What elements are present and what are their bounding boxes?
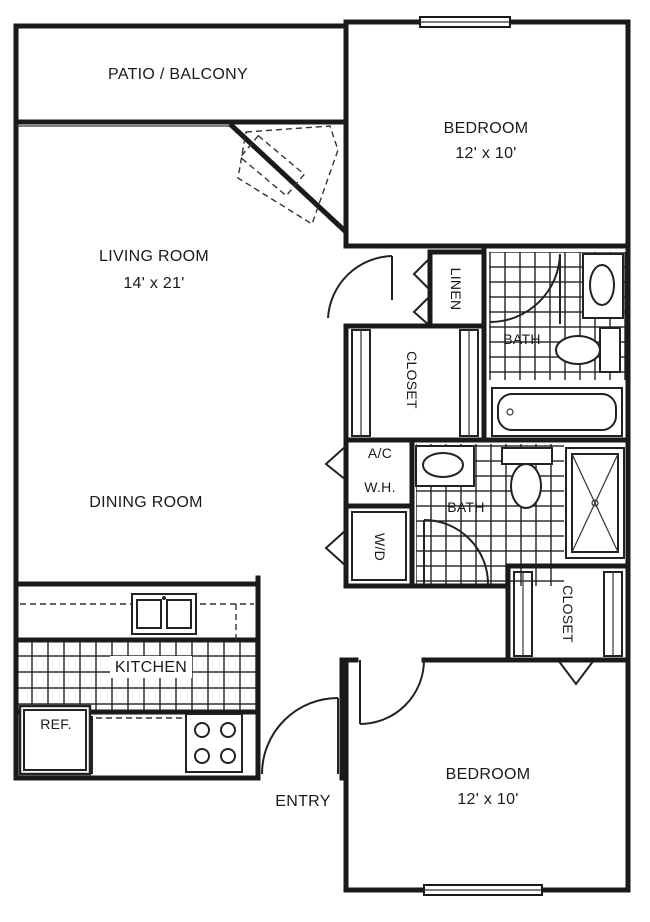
bath-top-toilet-icon xyxy=(555,327,621,373)
kitchen-sink-icon xyxy=(131,593,197,635)
closet-mid xyxy=(343,323,487,443)
bath-top-door[interactable] xyxy=(489,253,561,324)
bedroom-top-size: 12' x 10' xyxy=(455,145,516,162)
wh-label: W.H. xyxy=(364,479,396,495)
bedroom-top-door[interactable] xyxy=(327,255,393,319)
entry-label: ENTRY xyxy=(275,793,330,810)
bath-mid-label: BATH xyxy=(447,499,485,515)
window-bottom xyxy=(423,884,543,896)
patio-label: PATIO / BALCONY xyxy=(108,66,248,83)
bedroom-top-walls xyxy=(343,23,631,249)
exterior-walls xyxy=(13,19,631,893)
refrigerator xyxy=(18,704,92,776)
bath-top-vanity-sink-icon xyxy=(582,253,624,319)
window-top xyxy=(419,16,511,28)
bedroom-bottom-name: BEDROOM xyxy=(446,766,531,783)
linen-label: LINEN xyxy=(448,268,464,311)
shower-stall-icon xyxy=(565,447,625,559)
ac-label: A/C xyxy=(368,445,392,461)
bedroom-bottom-door[interactable] xyxy=(359,659,425,725)
bedroom-bottom-size: 12' x 10' xyxy=(457,791,518,808)
entry-door[interactable] xyxy=(261,697,339,775)
stove-icon xyxy=(185,713,243,773)
bedroom-top-name: BEDROOM xyxy=(444,120,529,137)
corner-fireplace xyxy=(228,122,348,234)
washer-dryer-closet xyxy=(324,503,415,589)
washer-dryer-label: W/D xyxy=(372,533,388,561)
living-room-size: 14' x 21' xyxy=(123,275,184,292)
closet-right-label: CLOSET xyxy=(560,585,576,643)
closet-mid-label: CLOSET xyxy=(404,351,420,409)
bath-mid-sink-icon xyxy=(415,445,475,487)
bath-mid-door[interactable] xyxy=(423,519,489,585)
living-room-name: LIVING ROOM xyxy=(99,248,209,265)
kitchen-label-bg xyxy=(110,656,192,678)
kitchen-label: KITCHEN xyxy=(115,659,187,676)
dining-room-label: DINING ROOM xyxy=(89,494,203,511)
refrigerator-label: REF. xyxy=(40,716,72,732)
patio-wall xyxy=(13,119,349,127)
bath-top-label: BATH xyxy=(503,331,541,347)
bathtub-icon xyxy=(491,387,623,437)
bath-mid-toilet-icon xyxy=(501,447,553,509)
